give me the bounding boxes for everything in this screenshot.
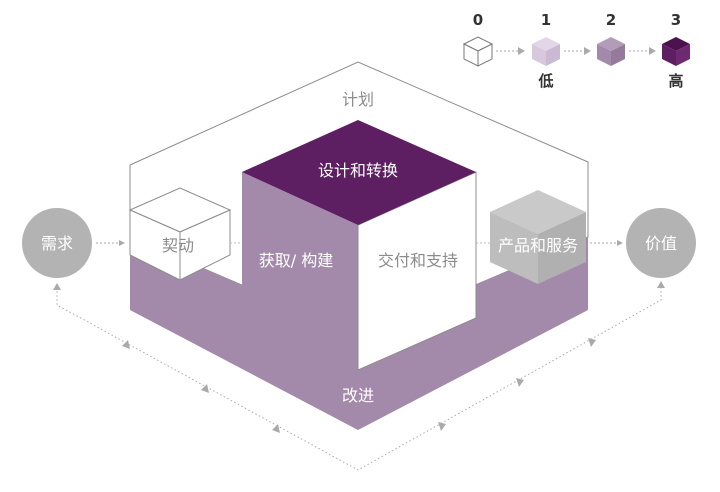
value-label: 价值 — [645, 234, 677, 253]
design-label: 设计和转换 — [318, 161, 398, 180]
loop-arrowhead — [657, 281, 665, 288]
legend-cube-0 — [462, 36, 494, 67]
loop-arrowhead — [201, 384, 209, 393]
loop-arrowhead — [122, 340, 130, 349]
products-cube — [490, 190, 586, 284]
value-circle — [626, 208, 696, 278]
legend-number-1: 1 — [541, 11, 551, 29]
legend-arrowhead — [518, 47, 525, 55]
legend-arrowhead — [584, 47, 591, 55]
deliver-label: 交付和支持 — [378, 251, 458, 270]
improve-label: 改进 — [342, 386, 374, 405]
legend-arrowhead — [649, 47, 656, 55]
loop-arrowhead — [438, 422, 446, 431]
loop-arrowhead — [588, 338, 596, 347]
loop-arrowhead — [53, 283, 61, 290]
engage-cube — [128, 187, 232, 281]
legend: 0 1 2 3 — [462, 11, 690, 90]
legend-number-2: 2 — [606, 11, 616, 29]
legend-number-3: 3 — [671, 11, 681, 29]
plan-label: 计划 — [342, 90, 374, 109]
products-label: 产品和服务 — [498, 236, 578, 255]
improve-band — [130, 237, 588, 430]
obtain-label: 获取/ 构建 — [259, 251, 333, 270]
legend-label-high: 高 — [668, 72, 683, 90]
design-face — [242, 120, 476, 225]
legend-cube-2 — [597, 37, 625, 66]
feedback-loop — [56, 283, 662, 471]
loop-arrowhead — [516, 378, 524, 387]
legend-cube-1 — [532, 37, 560, 66]
demand-label: 需求 — [41, 234, 73, 253]
demand-circle — [22, 208, 92, 278]
legend-cube-3 — [662, 37, 690, 66]
legend-label-low: 低 — [537, 72, 553, 90]
engage-label: 契动 — [162, 236, 194, 255]
obtain-face — [242, 172, 358, 370]
legend-number-0: 0 — [473, 11, 483, 29]
loop-arrowhead — [272, 424, 280, 433]
